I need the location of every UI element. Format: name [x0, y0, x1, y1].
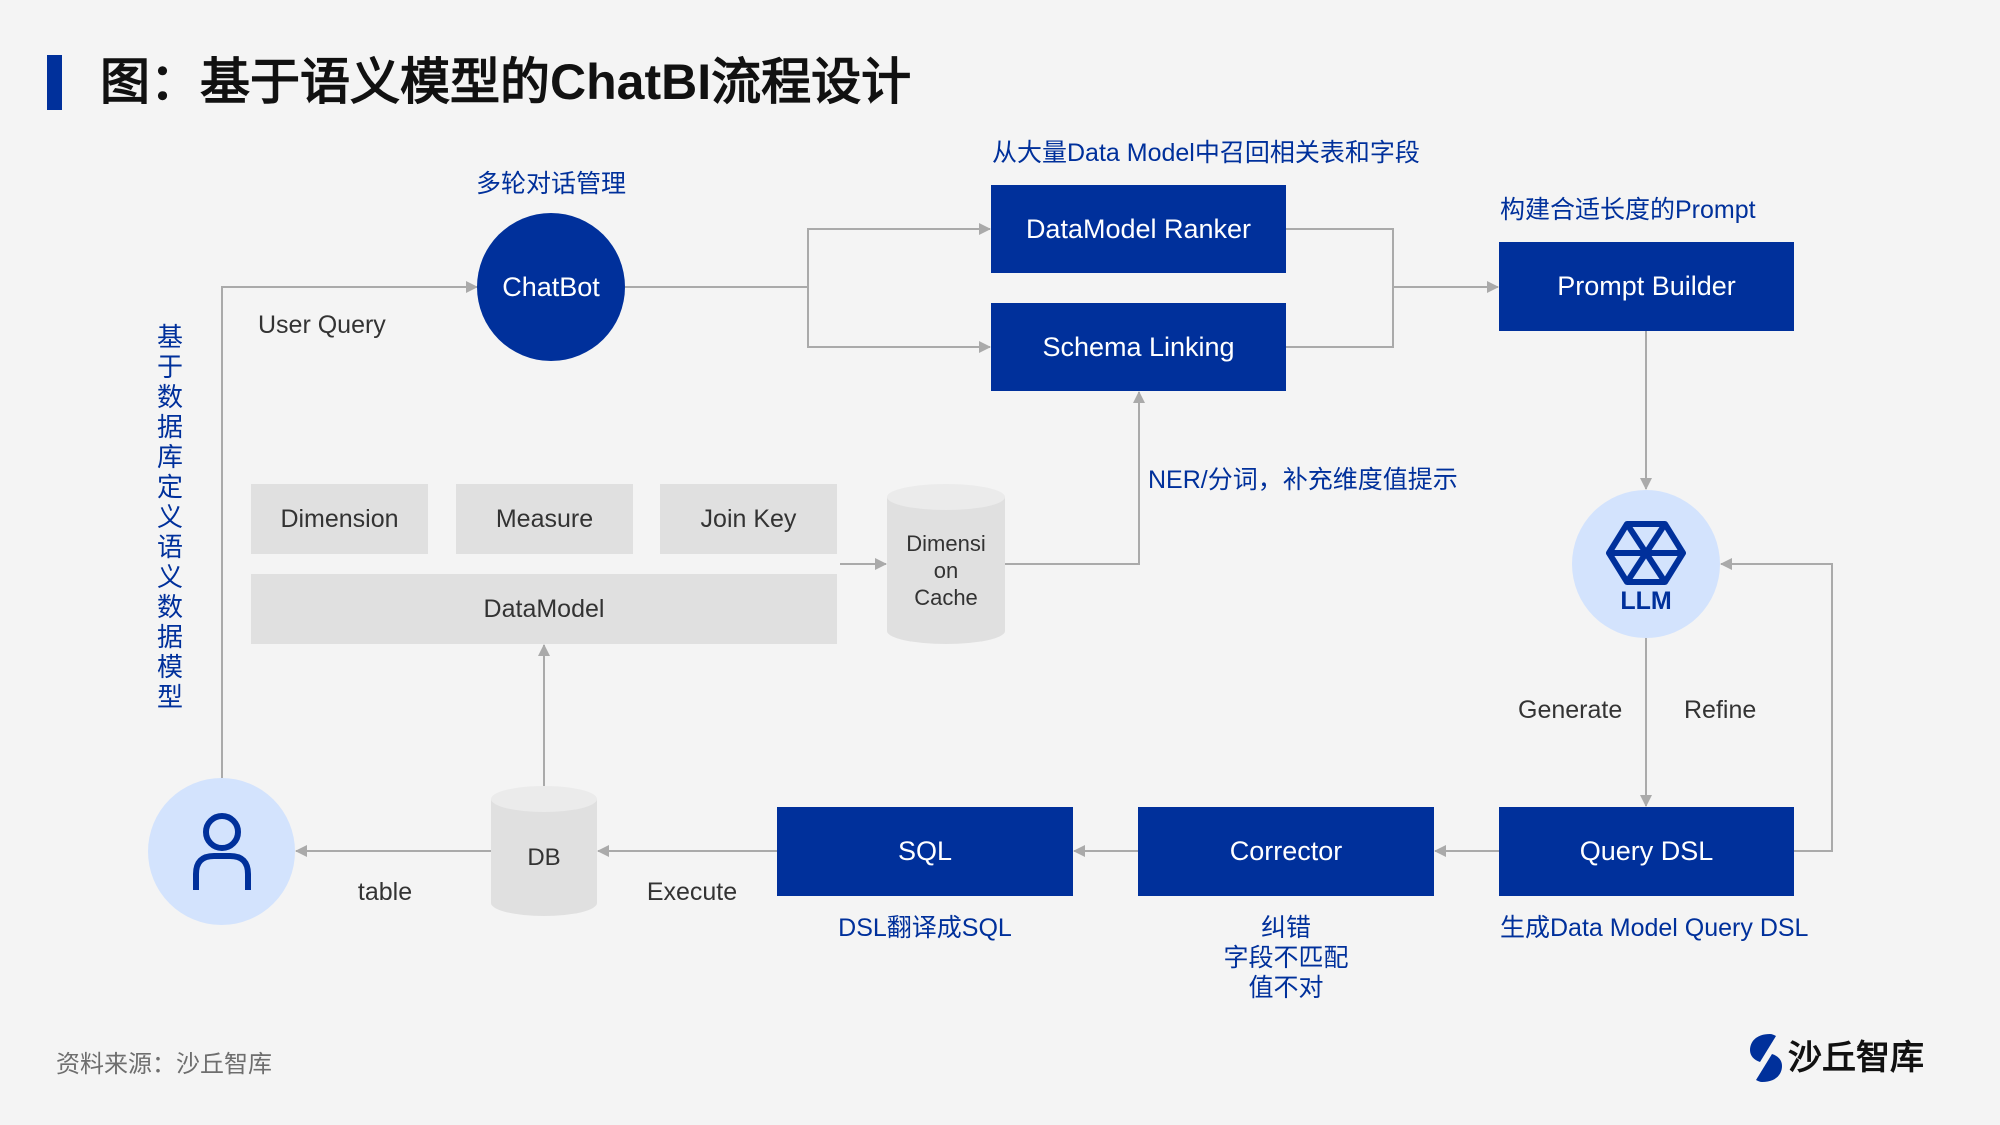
title-accent-bar: [47, 55, 62, 110]
block-dimension-label: Dimension: [280, 504, 399, 533]
user-node[interactable]: [148, 778, 295, 925]
query-dsl-note: 生成Data Model Query DSL: [1500, 914, 1809, 942]
query-dsl-node[interactable]: Query DSL: [1499, 807, 1794, 896]
dimension-cache-line-2: on: [933, 558, 959, 583]
prompt-builder-label: Prompt Builder: [1557, 271, 1736, 301]
schema-linking-node[interactable]: Schema Linking: [991, 303, 1286, 391]
edge-label-refine: Refine: [1684, 696, 1757, 724]
edge-cache-to-schema: [1005, 391, 1145, 565]
corrector-note-3: 值不对: [1248, 974, 1324, 1002]
edge-label-generate: Generate: [1518, 696, 1623, 724]
chatbot-node[interactable]: ChatBot: [477, 213, 625, 361]
edge-label-ner: NER/分词，补充维度值提示: [1148, 466, 1458, 494]
corrector-notes: 纠错 字段不匹配 值不对: [1186, 913, 1386, 1003]
sql-note: DSL翻译成SQL: [838, 914, 1012, 942]
dimension-cache-cylinder: [887, 484, 1005, 644]
edge-label-execute: Execute: [646, 878, 738, 906]
corrector-node[interactable]: Corrector: [1138, 807, 1434, 896]
chatbot-note: 多轮对话管理: [475, 170, 626, 198]
block-dimension: Dimension: [251, 484, 428, 554]
llm-label: LLM: [1620, 587, 1672, 615]
corrector-label: Corrector: [1229, 836, 1343, 866]
source-note: 资料来源：沙丘智库: [56, 1051, 272, 1078]
query-dsl-label: Query DSL: [1579, 836, 1714, 866]
prompt-builder-node[interactable]: Prompt Builder: [1499, 242, 1794, 331]
block-measure-label: Measure: [495, 504, 594, 533]
prompt-builder-note: 构建合适长度的Prompt: [1500, 196, 1756, 224]
block-join-key: Join Key: [660, 484, 837, 554]
chatbot-label: ChatBot: [502, 271, 600, 302]
dimension-cache-line-1: Dimensi: [906, 531, 986, 556]
recall-note: 从大量Data Model中召回相关表和字段: [992, 139, 1420, 167]
sql-label: SQL: [897, 836, 953, 866]
llm-node[interactable]: LLM: [1572, 490, 1720, 638]
user-icon: [192, 812, 251, 890]
page-title: 图：基于语义模型的ChatBI流程设计: [100, 54, 912, 110]
block-join-key-label: Join Key: [700, 504, 797, 533]
dimension-cache-label: Dimensi on Cache: [887, 530, 1005, 611]
schema-linking-label: Schema Linking: [1042, 331, 1235, 362]
db-label: DB: [527, 844, 561, 871]
block-datamodel-label: DataModel: [483, 594, 605, 623]
edge-user-to-chatbot: [221, 281, 478, 778]
block-measure: Measure: [456, 484, 633, 554]
edge-ranker-merge: [1286, 228, 1394, 348]
edge-chatbot-to-schema: [807, 287, 991, 353]
edge-label-user-query: User Query: [258, 311, 386, 339]
side-label: 基于数据库定义语义数据模型: [156, 322, 183, 712]
edge-label-table: table: [357, 878, 413, 906]
datamodel-ranker-node[interactable]: DataModel Ranker: [991, 185, 1286, 273]
dimension-cache-line-3: Cache: [914, 585, 978, 610]
hexagon-network-icon: [1606, 521, 1686, 585]
edge-refine-loop: [1720, 558, 1833, 852]
sql-node[interactable]: SQL: [777, 807, 1073, 896]
db-cylinder: [491, 786, 597, 916]
block-datamodel: DataModel: [251, 574, 837, 644]
datamodel-ranker-label: DataModel Ranker: [1025, 213, 1252, 244]
brand-logo-icon: [1750, 1034, 1782, 1082]
corrector-note-2: 字段不匹配: [1223, 944, 1349, 972]
edge-chatbot-to-ranker: [625, 223, 991, 288]
brand-name: 沙丘智库: [1788, 1039, 1924, 1077]
corrector-note-1: 纠错: [1260, 914, 1311, 942]
